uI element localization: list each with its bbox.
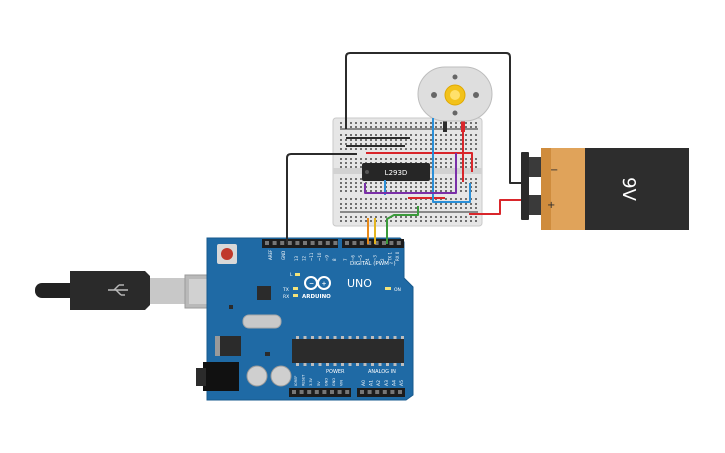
power-pin-label: GND bbox=[332, 378, 336, 386]
digital-pin-label: ~9 bbox=[324, 255, 329, 261]
digital-pin-label: RX 0 bbox=[395, 251, 400, 261]
usb-icon bbox=[108, 284, 128, 296]
analog-label: ANALOG IN bbox=[368, 369, 396, 375]
wire-blue-motor bbox=[432, 118, 471, 203]
rx-label: RX bbox=[283, 294, 289, 300]
wire-purple bbox=[364, 153, 457, 194]
l293d-chip[interactable]: L293D bbox=[362, 163, 430, 181]
digital-pin-label: ~11 bbox=[309, 252, 314, 261]
dc-motor[interactable] bbox=[417, 66, 493, 132]
motor-shaft-icon bbox=[444, 84, 466, 106]
uno-label: UNO bbox=[347, 277, 372, 290]
reset-button[interactable] bbox=[217, 244, 237, 264]
gnd-label: GND bbox=[281, 251, 286, 260]
analog-pin-label: A2 bbox=[376, 380, 382, 386]
wire-black-motor-battery bbox=[345, 52, 521, 184]
power-label: POWER bbox=[326, 369, 345, 375]
svg-text:+: + bbox=[322, 281, 327, 288]
header-power bbox=[289, 388, 351, 397]
crystal bbox=[242, 314, 282, 329]
wire-red-vcc bbox=[366, 152, 473, 172]
power-pin-label: IOREF bbox=[294, 376, 298, 386]
wire-black-gnd bbox=[286, 153, 357, 244]
power-pin-label: RESET bbox=[302, 374, 306, 386]
power-pin-label: GND bbox=[324, 378, 328, 386]
digital-pin-label: 8 bbox=[332, 258, 337, 261]
wire-red-battery bbox=[469, 199, 521, 215]
digital-label: DIGITAL (PWM~) bbox=[350, 261, 396, 267]
battery-voltage-label: 9V bbox=[618, 177, 639, 201]
digital-pin-label: ~10 bbox=[317, 252, 322, 261]
on-label: ON bbox=[394, 287, 401, 293]
capacitor-1 bbox=[246, 365, 268, 387]
power-jack[interactable] bbox=[203, 362, 239, 391]
l-led-label: L bbox=[290, 272, 293, 278]
atmega-chip bbox=[292, 339, 404, 363]
wire-green-pin7 bbox=[386, 206, 419, 244]
battery-9v[interactable]: − + 9V bbox=[521, 148, 689, 230]
battery-minus-label: − bbox=[550, 165, 558, 176]
analog-pin-label: A3 bbox=[384, 380, 390, 386]
digital-pin-label: ~5 bbox=[358, 255, 363, 261]
analog-pin-label: A5 bbox=[399, 380, 405, 386]
digital-pin-label: 12 bbox=[302, 255, 307, 261]
digital-pin-label: ~6 bbox=[350, 255, 355, 261]
aref-label: AREF bbox=[268, 249, 273, 260]
usb-chip bbox=[257, 286, 271, 300]
tx-label: TX bbox=[282, 287, 289, 293]
header-top-right bbox=[342, 239, 404, 248]
digital-pin-label: 4 bbox=[365, 258, 370, 261]
header-top-left bbox=[262, 239, 338, 248]
digital-pin-label: TX 1 bbox=[387, 252, 392, 262]
digital-pin-label: 2 bbox=[380, 258, 385, 261]
power-pin-label: 5V bbox=[317, 381, 321, 386]
capacitor-2 bbox=[270, 365, 292, 387]
svg-text:−: − bbox=[309, 281, 314, 288]
digital-pin-label: 7 bbox=[343, 258, 348, 261]
battery-plus-label: + bbox=[547, 200, 555, 211]
digital-pin-label: 13 bbox=[294, 255, 299, 261]
digital-pin-label: ~3 bbox=[373, 255, 378, 261]
chip-label: L293D bbox=[385, 169, 408, 177]
arduino-brand: ARDUINO bbox=[302, 294, 331, 300]
power-pin-label: VIN bbox=[340, 380, 344, 386]
analog-pin-label: A0 bbox=[361, 380, 367, 386]
power-pin-label: 3.3V bbox=[309, 377, 313, 386]
arduino-logo: − + bbox=[304, 276, 331, 290]
analog-pin-label: A1 bbox=[369, 380, 375, 386]
voltage-regulator bbox=[217, 336, 241, 356]
header-analog bbox=[357, 388, 405, 397]
wires[interactable] bbox=[286, 52, 521, 244]
analog-pin-label: A4 bbox=[391, 380, 397, 386]
